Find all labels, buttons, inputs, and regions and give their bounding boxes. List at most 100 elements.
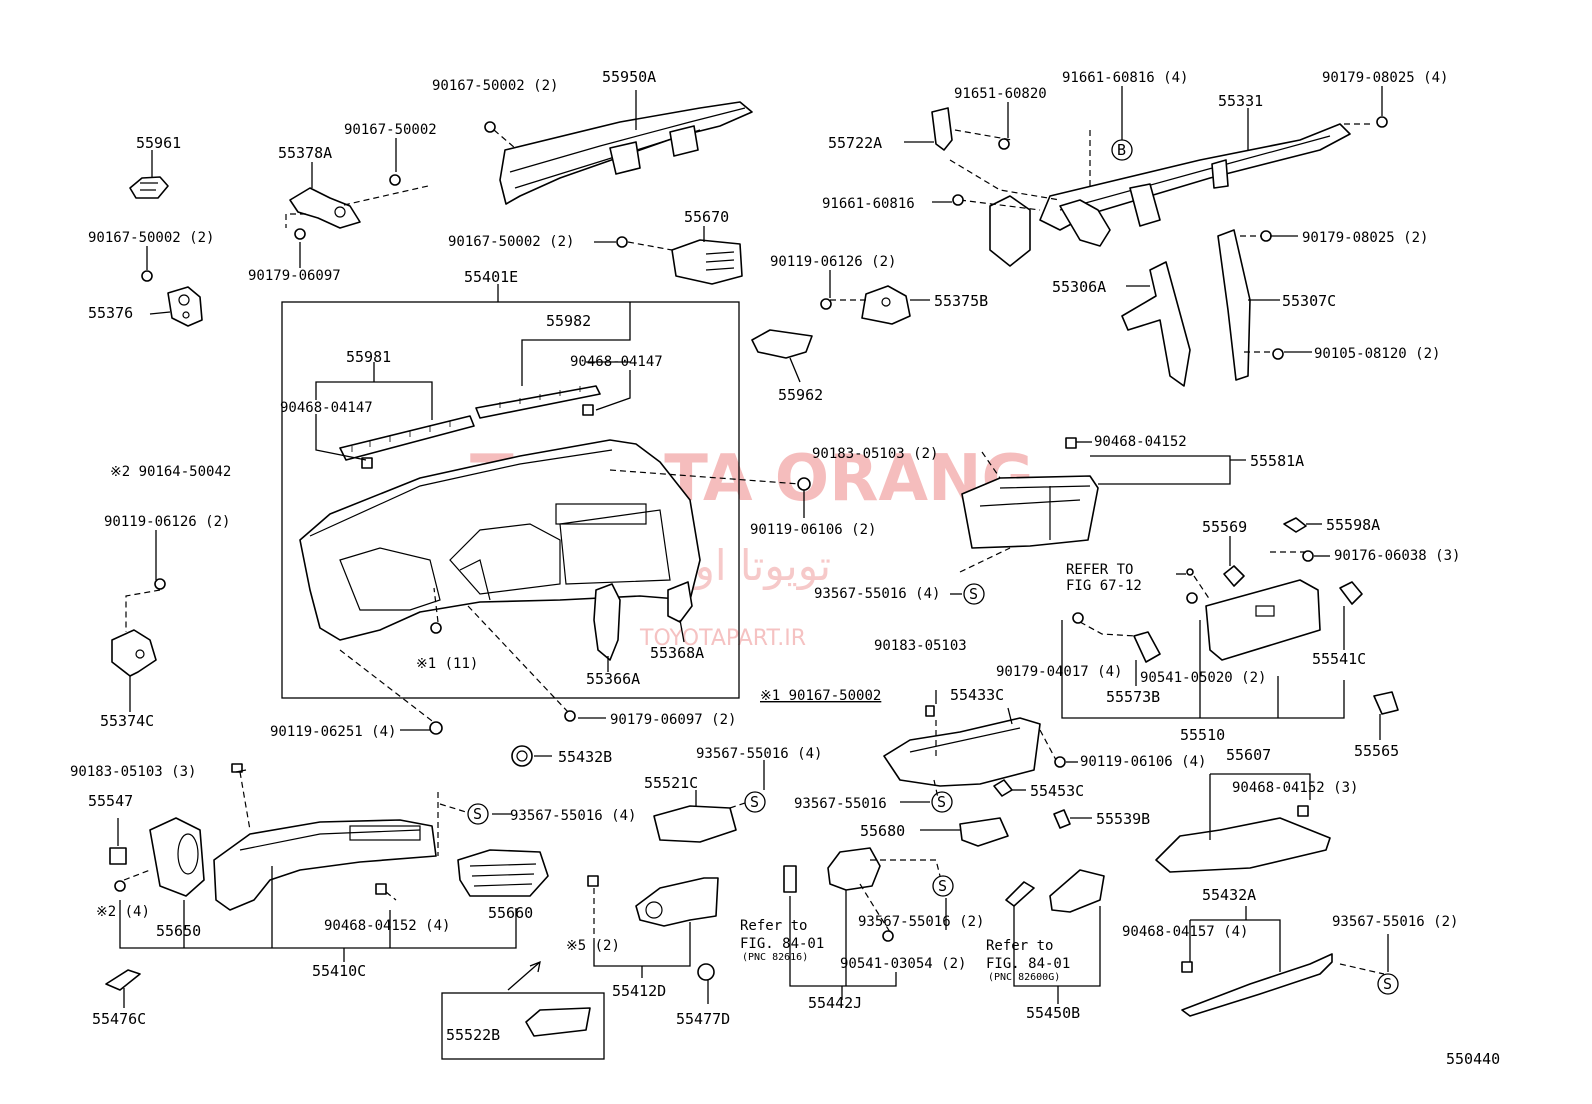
- label-90183-05103-2: 90183-05103 (2): [812, 446, 938, 462]
- part-55366a-brace[interactable]: [593, 583, 621, 661]
- screw-91651-60820: [998, 138, 1010, 150]
- part-55581a-glove-box-housing[interactable]: [961, 475, 1099, 549]
- label-90176-06038-3: 90176-06038 (3): [1334, 548, 1460, 564]
- part-55950a-defroster-nozzle[interactable]: [499, 101, 753, 205]
- clip-90468-04152-4: [375, 883, 387, 895]
- label-90468-04152-3: 90468-04152 (3): [1232, 780, 1358, 796]
- label-90105-08120-2: 90105-08120 (2): [1314, 346, 1440, 362]
- part-55376-bracket[interactable]: [167, 286, 203, 327]
- label-93567-55016: 93567-55016: [794, 796, 887, 812]
- part-82616-lamp[interactable]: [783, 865, 797, 893]
- part-55378a-bracket[interactable]: [289, 187, 361, 229]
- clip-90468-04147-a: [361, 457, 373, 469]
- label-refer-to-84b: Refer to: [986, 938, 1053, 954]
- watermark-site: TOYOTAPART.IR: [639, 626, 806, 651]
- screw-90119-06251-4: [429, 721, 443, 735]
- part-55962-cover[interactable]: [751, 329, 813, 359]
- part-55660-center-vent[interactable]: [457, 849, 549, 897]
- part-55541c-latch[interactable]: [1339, 581, 1363, 605]
- label-55522b: 55522B: [446, 1026, 500, 1044]
- label-90468-04147-b: 90468-04147: [570, 354, 663, 370]
- label-91651-60820: 91651-60820: [954, 86, 1047, 102]
- part-55722a-bracket[interactable]: [931, 107, 953, 151]
- part-55521c-ash-tray-housing[interactable]: [653, 805, 737, 843]
- clip-90468-04152: [1065, 437, 1077, 449]
- label-55569: 55569: [1202, 518, 1247, 536]
- part-55401e-instrument-panel[interactable]: [299, 439, 701, 641]
- label-55961: 55961: [136, 134, 181, 152]
- label-55375b: 55375B: [934, 292, 988, 310]
- part-55961-clip[interactable]: [129, 176, 169, 199]
- label-55680: 55680: [860, 822, 905, 840]
- part-55410c-cluster-finish-panel[interactable]: [213, 819, 437, 911]
- part-55432b-knob[interactable]: [511, 745, 533, 767]
- part-55522b-box[interactable]: [525, 1007, 591, 1037]
- part-55650-side-vent[interactable]: [149, 817, 205, 897]
- part-55573b-hinge[interactable]: [1133, 631, 1161, 663]
- part-55374c-bracket[interactable]: [111, 629, 157, 677]
- clip-90176-06038: [1302, 550, 1314, 562]
- part-55432a-scuff-plate[interactable]: [1181, 953, 1333, 1017]
- part-55598a-bumper[interactable]: [1283, 517, 1307, 533]
- svg-text:S: S: [1383, 975, 1392, 993]
- label-90468-04147-a: 90468-04147: [280, 400, 373, 416]
- label-55581a: 55581A: [1250, 452, 1304, 470]
- arrow-head: [529, 960, 541, 973]
- label-55374c: 55374C: [100, 712, 154, 730]
- label-90183-05103-3: 90183-05103 (3): [70, 764, 196, 780]
- label-55432b: 55432B: [558, 748, 612, 766]
- label-55450b: 55450B: [1026, 1004, 1080, 1022]
- screw-90119-06126-2-left: [154, 578, 166, 590]
- clip-star5: [587, 875, 599, 887]
- label-55981: 55981: [346, 348, 391, 366]
- part-55477d-knob[interactable]: [697, 963, 715, 981]
- screw-90179-06097-2: [564, 710, 576, 722]
- part-55433c-lower-panel[interactable]: [883, 717, 1041, 787]
- label-90179-06097: 90179-06097: [248, 268, 341, 284]
- label-pnc-82600g: (PNC 82600G): [988, 972, 1060, 983]
- part-55375b-bracket[interactable]: [861, 285, 911, 325]
- part-55453c-clip[interactable]: [993, 779, 1013, 797]
- part-55307c-brace[interactable]: [1217, 229, 1251, 381]
- part-55442j-lower-bracket[interactable]: [827, 847, 881, 891]
- part-55510-glove-box-door[interactable]: [1205, 579, 1321, 661]
- part-55306a-brace[interactable]: [1121, 261, 1191, 387]
- label-90119-06126-2-left: 90119-06126 (2): [104, 514, 230, 530]
- part-55331-reinforcement[interactable]: [989, 123, 1351, 267]
- part-55680-bracket[interactable]: [959, 817, 1009, 847]
- label-fig-84-01-a: FIG. 84-01: [740, 936, 824, 952]
- part-55981-trim-strip[interactable]: [339, 415, 475, 461]
- part-55368a-brace[interactable]: [667, 581, 693, 623]
- symbol-s-2: S: [467, 803, 489, 825]
- label-55412d: 55412D: [612, 982, 666, 1000]
- screw-90167-50002-top: [389, 174, 401, 186]
- part-55565-cap[interactable]: [1373, 691, 1399, 715]
- screw-90167-50002-2-mid: [616, 236, 628, 248]
- part-55607-under-cover[interactable]: [1155, 817, 1331, 873]
- symbol-s-1: S: [963, 583, 985, 605]
- label-55442j: 55442J: [808, 994, 862, 1012]
- label-55670: 55670: [684, 208, 729, 226]
- symbol-s-6: S: [1377, 973, 1399, 995]
- part-55547-switch-base[interactable]: [109, 847, 127, 865]
- part-55982-trim-strip[interactable]: [475, 385, 601, 419]
- part-55569-stopper[interactable]: [1223, 565, 1245, 587]
- svg-text:B: B: [1117, 141, 1126, 159]
- part-82600g-lamp[interactable]: [1005, 881, 1035, 907]
- svg-text:S: S: [938, 877, 947, 895]
- part-55476c-cover[interactable]: [105, 969, 141, 991]
- label-90541-05020-2: 90541-05020 (2): [1140, 670, 1266, 686]
- label-55368a: 55368A: [650, 644, 704, 662]
- screw-90119-06106-4: [1054, 756, 1066, 768]
- part-55539b-clip[interactable]: [1053, 809, 1071, 829]
- label-93567-55016-4-c: 93567-55016 (4): [696, 746, 822, 762]
- label-91661-60816-4: 91661-60816 (4): [1062, 70, 1188, 86]
- label-90119-06106-2: 90119-06106 (2): [750, 522, 876, 538]
- label-55521c: 55521C: [644, 774, 698, 792]
- label-55598a: 55598A: [1326, 516, 1380, 534]
- screw-refer-67-12: [1186, 568, 1194, 576]
- part-55450b-cover[interactable]: [1049, 869, 1105, 913]
- part-55412d-cup-holder[interactable]: [635, 877, 719, 927]
- part-55670-vent[interactable]: [671, 239, 743, 285]
